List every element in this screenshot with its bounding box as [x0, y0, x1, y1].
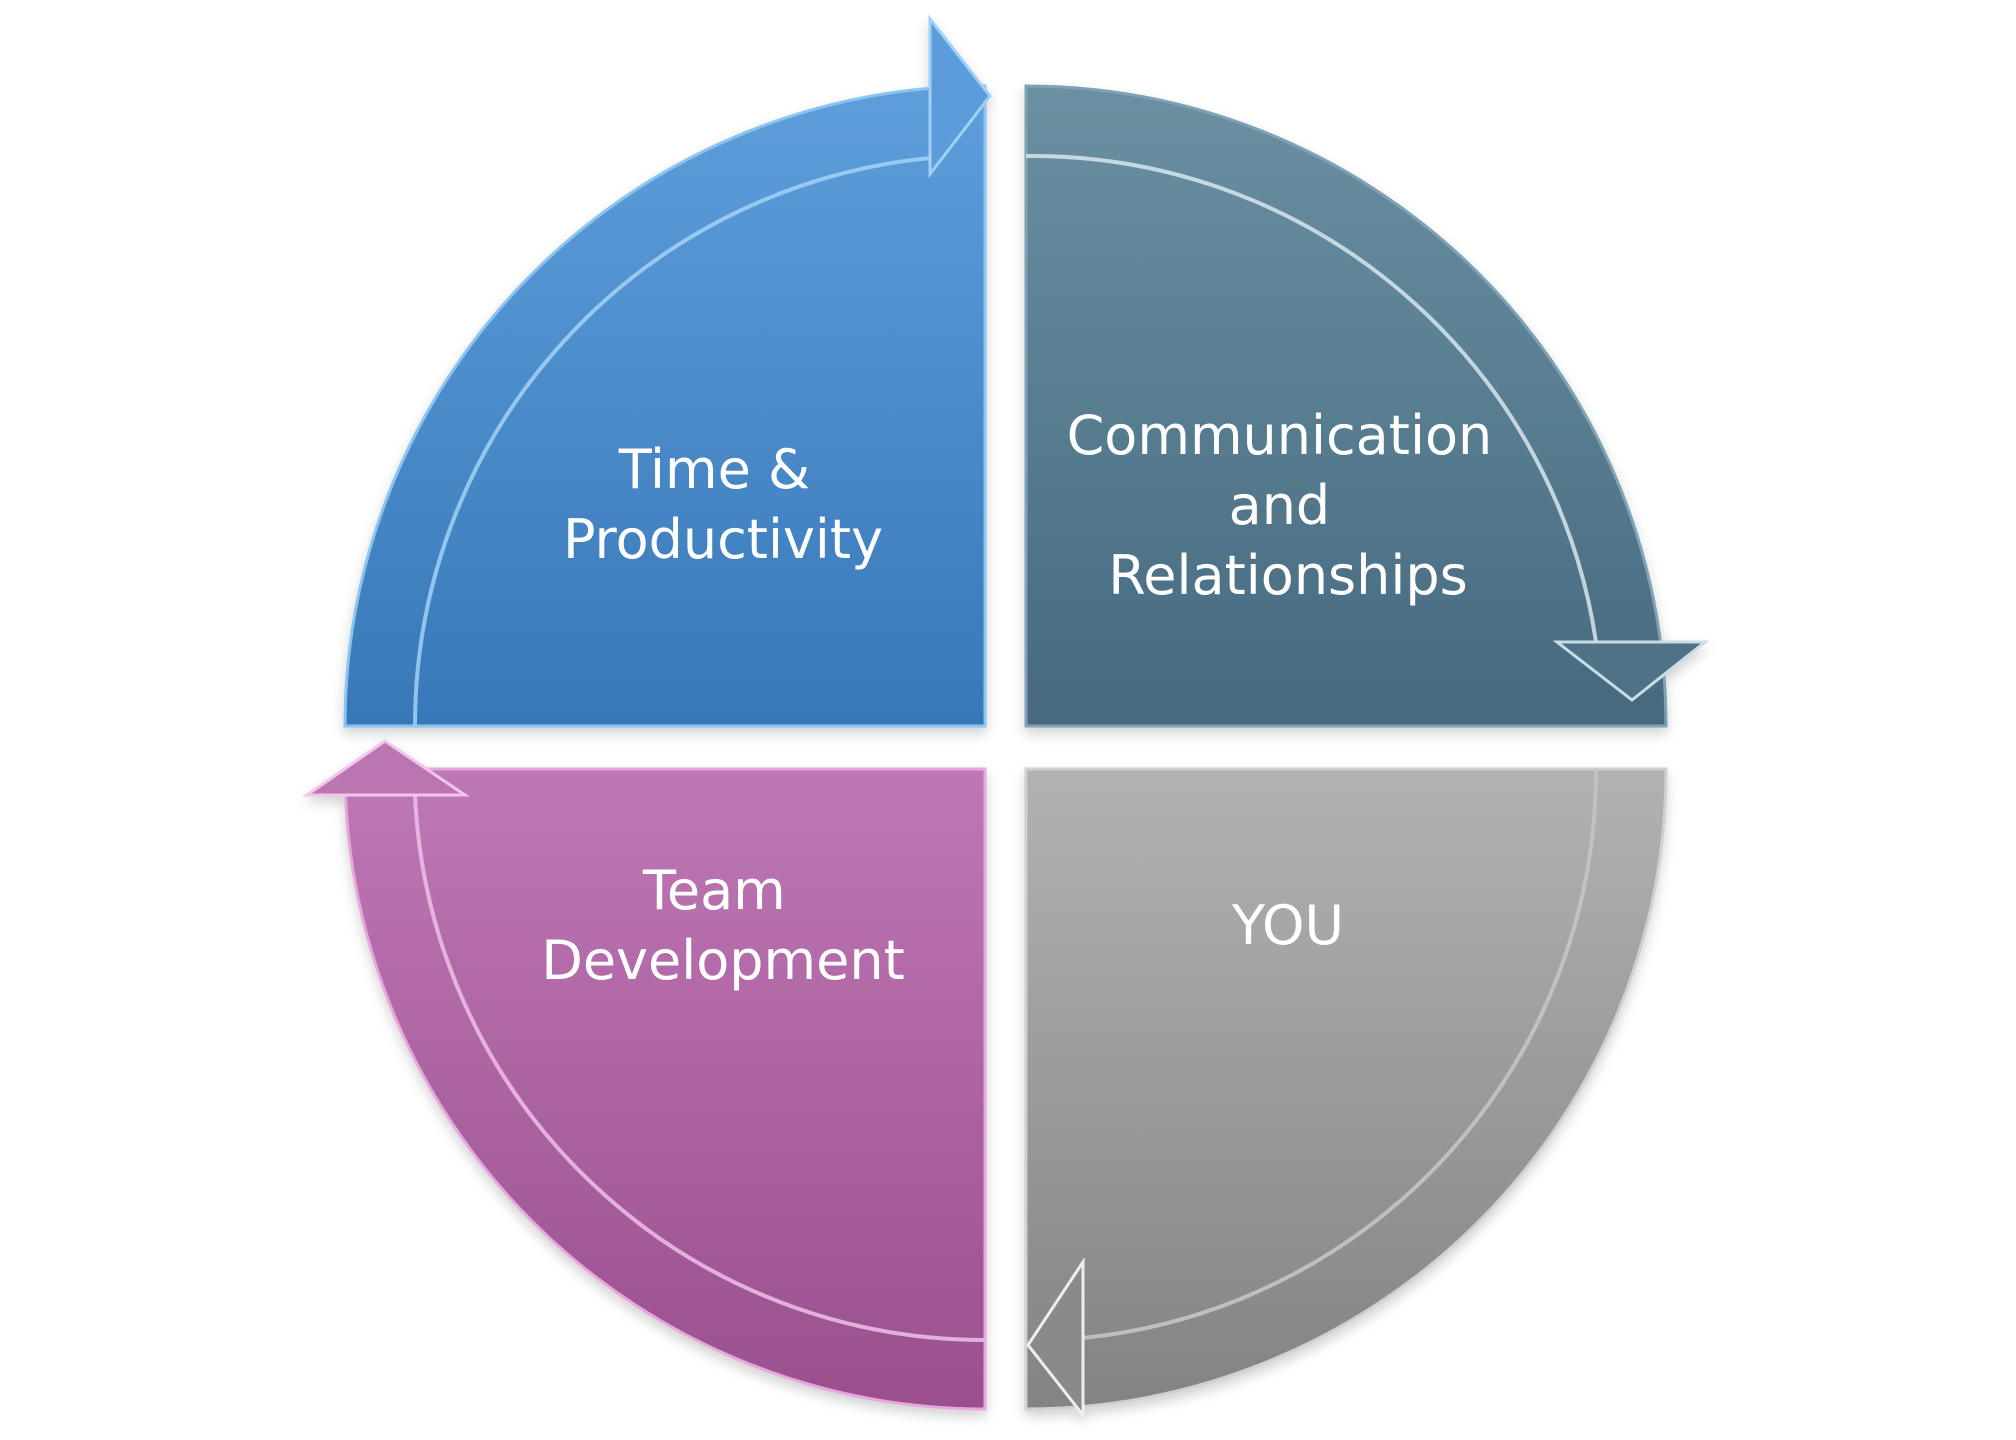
quadrant-shape: [1024, 767, 1668, 1411]
label-line: Time &: [618, 438, 810, 501]
label-line: Development: [541, 929, 905, 992]
quadrant-time-productivity: [343, 14, 992, 728]
label-line: and: [1229, 474, 1331, 537]
ring-band-highlight: [1082, 768, 1599, 1340]
ring-band-highlight: [1025, 153, 1598, 643]
quadrant-shape: [1024, 84, 1668, 728]
label-line: Productivity: [563, 508, 883, 571]
quadrant-communication-relationships: [1024, 84, 1710, 728]
label-team-development: Team Development: [541, 859, 905, 992]
arrow-down-icon: [1552, 640, 1710, 702]
label-communication-relationships: Communication and Relationships: [1067, 404, 1510, 607]
quadrant-team-development: [302, 739, 987, 1411]
label-line: Communication: [1067, 404, 1493, 467]
ring-band-highlight: [413, 794, 986, 1343]
arrow-up-icon: [302, 739, 470, 797]
label-time-productivity: Time & Productivity: [563, 438, 883, 571]
arrow-left-icon: [1026, 1257, 1085, 1420]
label-you: YOU: [1231, 894, 1344, 957]
arrow-right-icon: [928, 14, 992, 179]
label-line: Relationships: [1108, 544, 1468, 607]
ring-band-highlight: [412, 156, 931, 727]
quadrant-shape: [343, 767, 987, 1411]
quadrant-shape: [343, 84, 987, 728]
label-line: YOU: [1231, 894, 1344, 957]
label-line: Team: [642, 859, 786, 922]
quadrant-you: [1024, 767, 1668, 1420]
